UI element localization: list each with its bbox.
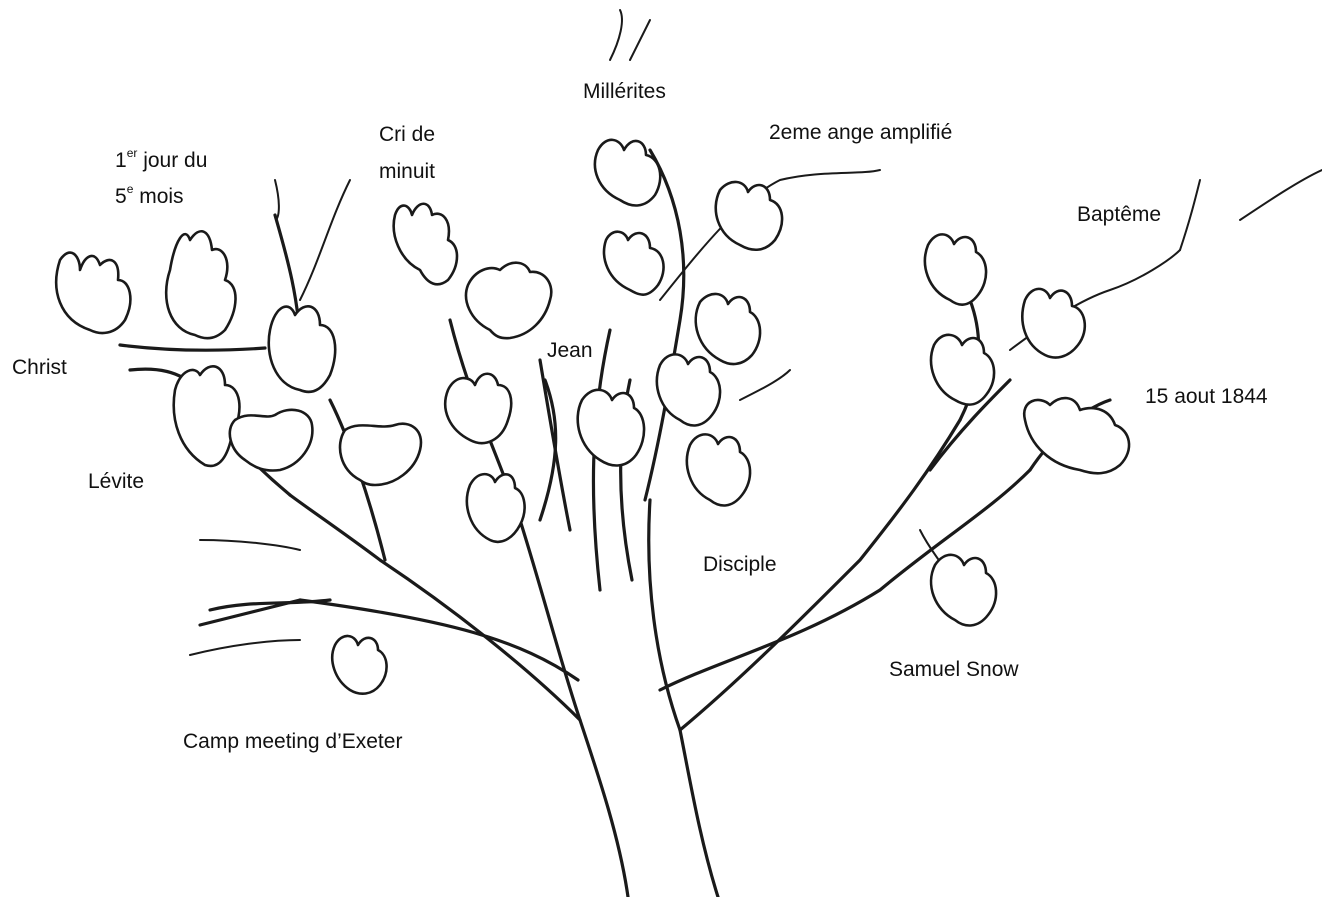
leaf <box>1024 398 1129 473</box>
label-fifth-month: 5e mois <box>115 182 184 211</box>
label-christ: Christ <box>12 353 67 382</box>
leaf <box>466 263 551 338</box>
leaf <box>931 555 996 626</box>
leaf <box>604 232 663 295</box>
label-disciple: Disciple <box>703 550 777 579</box>
leaf <box>467 474 525 542</box>
leaf <box>578 390 644 466</box>
leaf <box>445 374 511 443</box>
leaf <box>716 182 782 250</box>
first-day-text: jour du <box>137 149 207 172</box>
leaf <box>687 434 750 505</box>
first-day-superscript: er <box>127 146 138 160</box>
leaves <box>56 140 1129 694</box>
first-day-number: 1 <box>115 149 127 172</box>
leaf <box>166 231 235 338</box>
label-second-angel: 2eme ange amplifié <box>769 118 952 147</box>
fifth-month-number: 5 <box>115 185 127 208</box>
leaf <box>340 424 421 485</box>
label-levite: Lévite <box>88 467 144 496</box>
fifth-month-superscript: e <box>127 182 134 196</box>
leaf <box>56 253 130 333</box>
label-midnight-cry-line1: Cri de <box>379 120 435 149</box>
leaf <box>394 204 457 285</box>
leaf <box>332 636 386 694</box>
label-baptism: Baptême <box>1077 200 1161 229</box>
leaf <box>1022 289 1084 358</box>
label-midnight-cry-line2: minuit <box>379 157 435 186</box>
label-jean: Jean <box>547 336 593 365</box>
leaf <box>269 306 335 392</box>
leaf <box>657 354 720 425</box>
label-date-1844: 15 aout 1844 <box>1145 382 1268 411</box>
label-millerites: Millérites <box>583 77 666 106</box>
leaf <box>230 410 313 471</box>
label-samuel-snow: Samuel Snow <box>889 655 1019 684</box>
label-first-day: 1er jour du <box>115 146 207 175</box>
fifth-month-text: mois <box>133 185 183 208</box>
leaf <box>174 366 240 466</box>
leaf <box>696 294 760 364</box>
leaf <box>925 234 986 304</box>
label-camp-meeting: Camp meeting d’Exeter <box>183 727 402 756</box>
leaf <box>931 335 994 405</box>
